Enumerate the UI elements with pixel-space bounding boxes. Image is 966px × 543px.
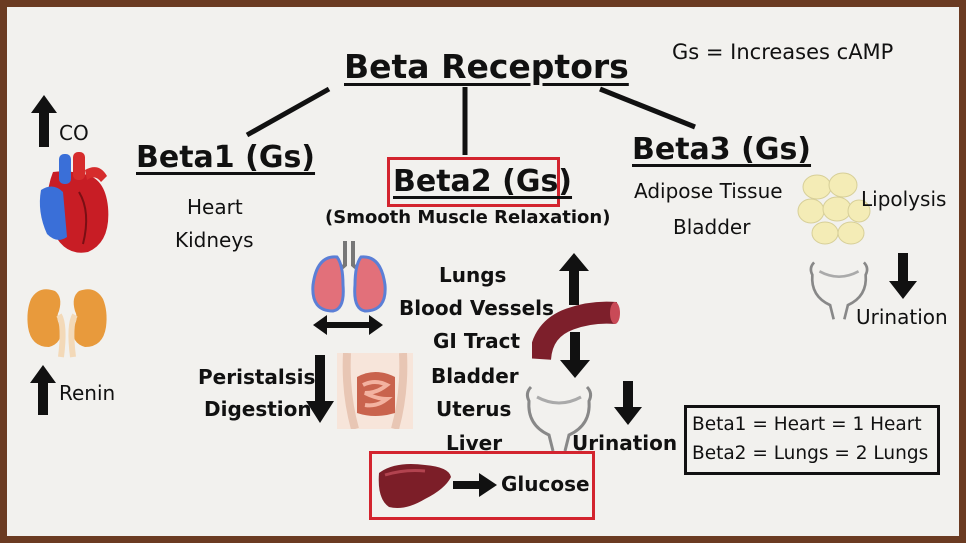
lipolysis-label: Lipolysis [861,187,947,211]
beta1-item-heart: Heart [187,195,243,219]
down-arrow-icon [614,381,642,425]
beta2-heading: Beta2 (Gs) [393,164,573,199]
lungs-icon [311,241,387,313]
connector-lines [245,86,696,155]
intestine-icon [337,353,413,429]
gs-note: Gs = Increases cAMP [672,40,894,64]
page-title: Beta Receptors [344,47,629,86]
down-arrow-icon [306,355,334,423]
beta2-item-blood-vessels: Blood Vessels [399,296,554,320]
beta3-item-bladder: Bladder [673,215,751,239]
down-arrow-icon [560,332,590,378]
beta2-item-gi-tract: GI Tract [433,329,521,353]
up-arrow-icon [30,365,56,415]
up-arrow-icon [31,95,57,147]
kidney-icon [27,289,107,358]
fat-cells-icon [797,172,871,245]
down-arrow-icon [889,253,917,299]
beta1-item-kidneys: Kidneys [175,228,254,252]
up-arrow-icon [559,253,589,305]
heart-icon [39,152,109,253]
bladder-icon [809,261,869,320]
liver-highlight-box [369,451,595,520]
beta1-heading: Beta1 (Gs) [136,140,316,175]
bladder-icon [525,385,593,452]
beta3-heading: Beta3 (Gs) [632,132,812,167]
gi-effect-digestion: Digestion [204,397,312,421]
connector-beta3 [599,86,696,130]
glucose-label: Glucose [501,472,590,496]
heart-effect-label: CO [59,121,89,145]
gi-effect-peristalsis: Peristalsis [198,365,316,389]
beta2-highlight-box [387,157,560,207]
mnemonic-line-1: Beta1 = Heart = 1 Heart [692,414,922,435]
right-arrow-icon [453,473,497,497]
beta3-item-adipose: Adipose Tissue [634,179,783,203]
beta2-item-bladder: Bladder [431,364,519,388]
double-arrow-icon [313,315,383,335]
mnemonic-line-2: Beta2 = Lungs = 2 Lungs [692,443,929,464]
beta2-item-lungs: Lungs [439,263,507,287]
beta3-urination-label: Urination [856,305,948,329]
liver-icon [378,464,451,508]
blood-vessel-icon [532,301,620,361]
connector-beta1 [245,86,331,138]
mnemonic-box: Beta1 = Heart = 1 Heart Beta2 = Lungs = … [684,405,940,475]
beta2-subtitle: (Smooth Muscle Relaxation) [325,207,611,228]
beta2-item-uterus: Uterus [436,397,512,421]
kidney-effect-label: Renin [59,381,116,405]
